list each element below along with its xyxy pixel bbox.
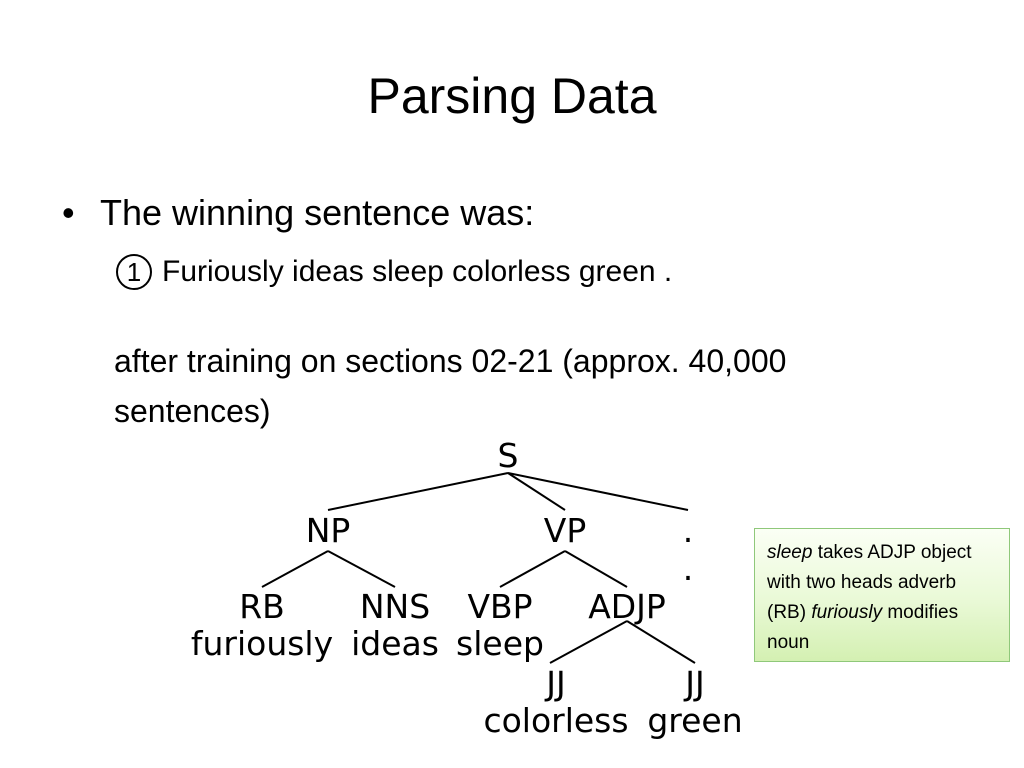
callout-word-furiously: furiously (811, 602, 883, 623)
bullet-text: The winning sentence was: (100, 192, 535, 233)
word-green: green (647, 701, 742, 740)
parse-tree: S NP VP . . RB NNS VBP ADJP furiously id… (191, 436, 743, 740)
node-jj-1: JJ (544, 664, 565, 703)
node-vp: VP (544, 511, 586, 550)
node-jj-2: JJ (683, 664, 704, 703)
bullet-icon: • (62, 192, 75, 233)
word-sleep: sleep (456, 624, 544, 663)
callout-text-1: takes ADJP object with two heads adverb … (767, 542, 972, 623)
winning-sentence: Furiously ideas sleep colorless green . (162, 255, 673, 288)
node-s: S (498, 436, 519, 475)
edge-adjp-jj1 (549, 620, 628, 664)
node-rb: RB (239, 587, 285, 626)
circled-number: 1 (116, 254, 152, 290)
word-colorless: colorless (483, 701, 628, 740)
edge-np-rb (261, 550, 329, 588)
edge-adjp-jj2 (626, 620, 696, 664)
node-np: NP (306, 511, 351, 550)
callout-word-sleep: sleep (767, 542, 813, 563)
slide-title: Parsing Data (367, 68, 657, 124)
word-punct: . (683, 549, 694, 588)
edge-s-vp (507, 472, 566, 511)
node-adjp: ADJP (588, 587, 666, 626)
training-note: after training on sections 02-21 (approx… (114, 343, 787, 429)
callout-note: sleep takes ADJP object with two heads a… (754, 528, 1010, 662)
bullet-item: • The winning sentence was: (62, 190, 534, 236)
word-furiously: furiously (191, 624, 333, 663)
word-ideas: ideas (351, 624, 439, 663)
callout-text-2: modifies noun (767, 602, 959, 653)
edge-vp-adjp (564, 550, 628, 588)
edge-s-np (327, 472, 509, 511)
tree-edges (261, 472, 696, 664)
edge-vp-vbp (499, 550, 566, 588)
node-punct: . (683, 511, 694, 550)
node-nns: NNS (360, 587, 430, 626)
numbered-item: 1 Furiously ideas sleep colorless green … (116, 252, 672, 292)
edge-np-nns (327, 550, 396, 588)
node-vbp: VBP (467, 587, 532, 626)
edge-s-punct (507, 472, 689, 511)
